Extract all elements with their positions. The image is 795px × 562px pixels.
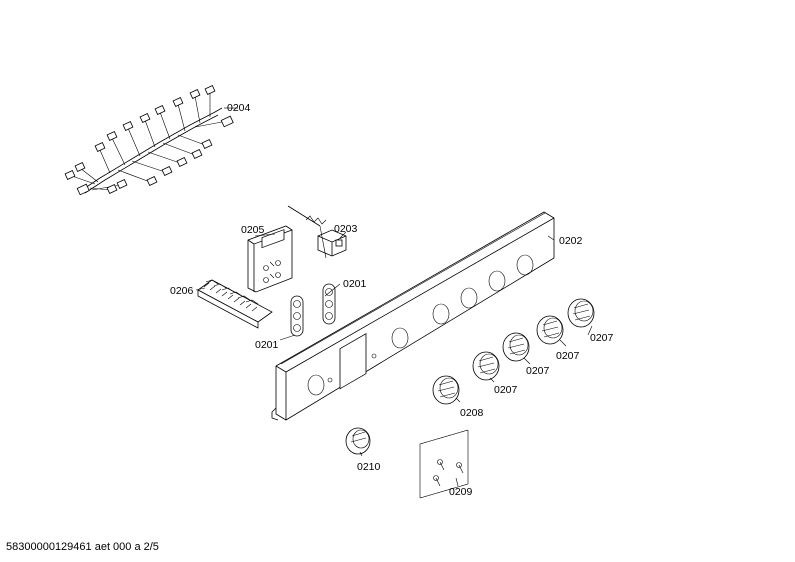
label-0207-b: 0207 xyxy=(556,350,580,362)
label-0207-d: 0207 xyxy=(494,384,518,396)
switch-0203 xyxy=(287,205,347,257)
label-0205: 0205 xyxy=(241,224,265,236)
label-0201-right: 0201 xyxy=(343,278,367,290)
label-0210: 0210 xyxy=(357,461,381,473)
knob-0207-d xyxy=(472,351,500,381)
bracket-0205 xyxy=(247,225,293,293)
label-0202: 0202 xyxy=(559,235,583,247)
control-panel-0202 xyxy=(271,211,555,421)
knob-seal-0201-left xyxy=(290,295,304,337)
leader-lines xyxy=(195,225,593,487)
knob-0210 xyxy=(345,427,371,455)
part-labels: 0204 0205 0203 0202 0201 0206 0201 0207 … xyxy=(170,102,614,498)
label-0206: 0206 xyxy=(170,285,194,297)
label-0207-c: 0207 xyxy=(526,365,550,377)
screws-0209 xyxy=(419,429,469,499)
label-0204: 0204 xyxy=(227,102,251,114)
document-footer: 58300000129461 aet 000 a 2/5 xyxy=(6,541,159,553)
wiring-harness-0204 xyxy=(64,85,238,196)
knob-0207-a xyxy=(567,298,595,328)
label-0201-left: 0201 xyxy=(255,339,279,351)
knob-0208 xyxy=(432,375,460,405)
label-0203: 0203 xyxy=(334,223,358,235)
knob-0207-c xyxy=(502,332,530,362)
label-0208: 0208 xyxy=(460,407,484,419)
terminal-block-0206 xyxy=(197,279,273,329)
label-0209: 0209 xyxy=(449,486,473,498)
knob-seal-0201-right xyxy=(322,283,336,325)
knob-0207-b xyxy=(536,315,564,345)
label-0207-a: 0207 xyxy=(590,332,614,344)
